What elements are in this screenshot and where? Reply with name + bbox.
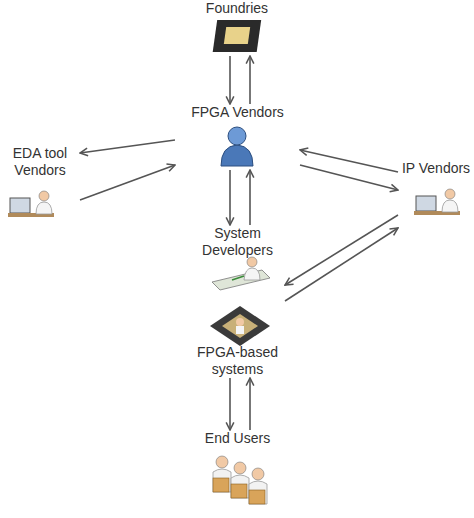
chip-icon (213, 20, 261, 52)
flow-arrow (229, 170, 231, 225)
person-icon (221, 127, 253, 166)
actor-label: End Users (205, 430, 270, 447)
actor-node: FPGA Vendors (175, 104, 300, 170)
flow-arrow (285, 215, 398, 285)
actor-node: Foundries (187, 0, 287, 56)
actor-node: FPGA-based systems (180, 303, 295, 378)
flow-arrow (229, 56, 231, 104)
actor-label: FPGA Vendors (191, 104, 284, 121)
worker-icon (8, 191, 54, 217)
users-icon (213, 456, 267, 504)
flow-arrow (285, 228, 398, 301)
actor-label: FPGA-based systems (180, 344, 295, 378)
flow-arrow (249, 170, 251, 225)
actor-label: Foundries (206, 0, 268, 17)
actor-node: System Developers (190, 225, 285, 302)
flow-arrow (249, 56, 251, 104)
actor-node: End Users (190, 430, 285, 512)
board-icon (210, 306, 270, 346)
actor-node: EDA tool Vendors (0, 145, 80, 230)
actor-label: EDA tool Vendors (0, 145, 80, 179)
worker-icon (414, 189, 460, 215)
flow-arrow (249, 378, 251, 430)
flow-arrow (80, 140, 175, 153)
flow-arrow (80, 165, 175, 200)
actor-label: System Developers (190, 225, 285, 259)
flow-arrow (229, 378, 231, 430)
developer-icon (212, 257, 270, 290)
actor-node: IP Vendors (398, 160, 474, 230)
flow-arrow (300, 165, 398, 190)
actor-label: IP Vendors (402, 160, 470, 177)
